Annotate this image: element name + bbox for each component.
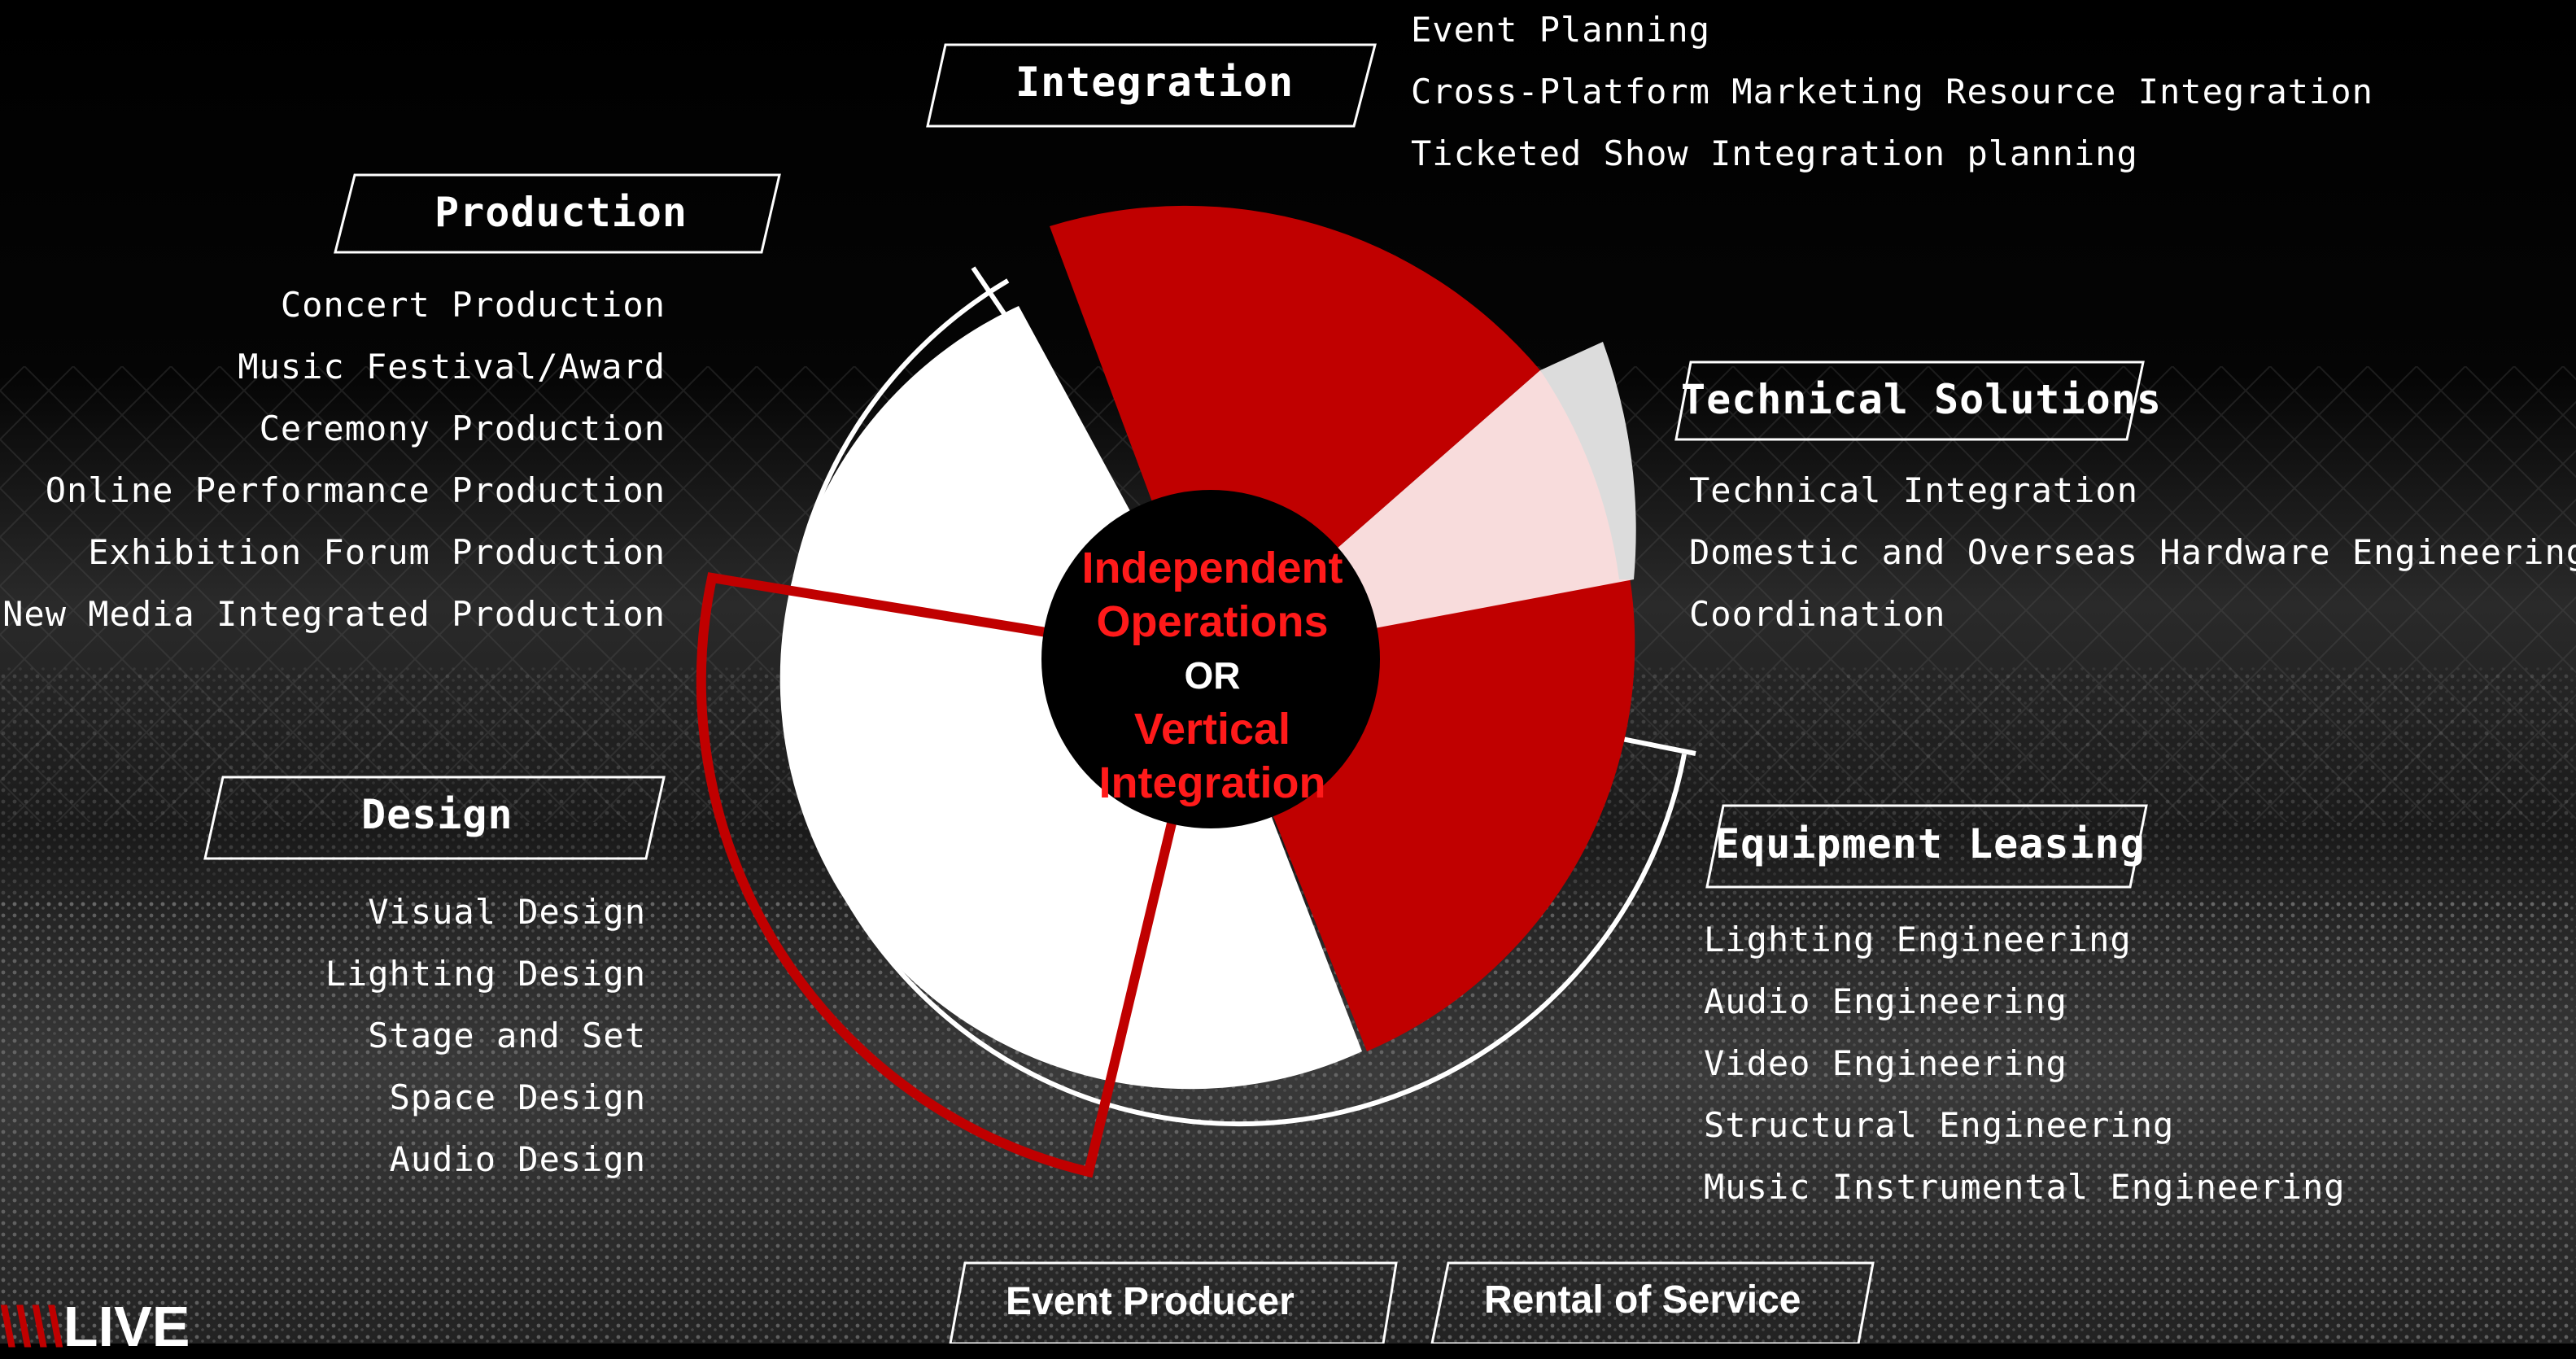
equipment-title: Equipment Leasing [1715,820,2146,867]
equipment-item: Lighting Engineering [1704,920,2132,959]
center-line-or: OR [1184,654,1241,697]
technical-item: Domestic and Overseas Hardware Engineeri… [1689,532,2576,572]
design-title: Design [361,791,513,838]
technical-frame [1674,361,2145,441]
production-item: Online Performance Production [45,470,666,510]
production-item: New Media Integrated Production [2,594,666,634]
production-item: Ceremony Production [259,409,666,448]
design-item: Space Design [389,1077,646,1117]
rental-service-title: Rental of Service [1484,1278,1801,1322]
sector-technical-tip [1540,342,1636,579]
design-item: Stage and Set [368,1016,646,1055]
center-line-vertical: Vertical [1133,705,1291,754]
brand-logo: \\\\LIVE [0,1294,190,1359]
equipment-item: Music Instrumental Engineering [1704,1167,2346,1207]
equipment-item: Structural Engineering [1704,1105,2175,1145]
outer-white-ring [783,278,1687,1127]
integration-item: Cross-Platform Marketing Resource Integr… [1411,72,2373,111]
technical-title: Technical Solutions [1681,376,2162,423]
production-frame [334,173,781,254]
equipment-frame [1705,804,2148,889]
production-item: Concert Production [280,285,666,325]
logo-accent: \\\\ [0,1295,63,1358]
design-item: Visual Design [368,892,646,932]
technical-item: Technical Integration [1689,470,2139,510]
integration-item: Ticketed Show Integration planning [1411,133,2138,173]
equipment-item: Audio Engineering [1704,981,2067,1021]
center-circle [1041,490,1380,828]
production-item: Music Festival/Award [238,347,666,387]
design-item: Lighting Design [325,954,646,994]
rental-service-frame [1430,1261,1875,1344]
logo-text: LIVE [63,1295,190,1358]
technical-item: Coordination [1689,594,1946,634]
event-producer-frame [949,1261,1398,1344]
equipment-item: Video Engineering [1704,1043,2067,1083]
sector-red-outline [696,572,1217,1178]
integration-item: Event Planning [1411,10,1711,50]
design-item: Audio Design [389,1139,646,1179]
center-line-independent: Independent [1081,544,1343,592]
design-frame [203,776,666,860]
event-producer-title: Event Producer [1006,1280,1295,1323]
integration-title: Integration [1015,59,1295,106]
center-line-integration: Integration [1098,758,1326,807]
center-line-operations: Operations [1096,597,1329,646]
production-title: Production [434,189,688,236]
production-item: Exhibition Forum Production [88,532,666,572]
integration-frame [926,43,1377,128]
center-label: Independent Operations OR Vertical Integ… [1054,541,1371,810]
